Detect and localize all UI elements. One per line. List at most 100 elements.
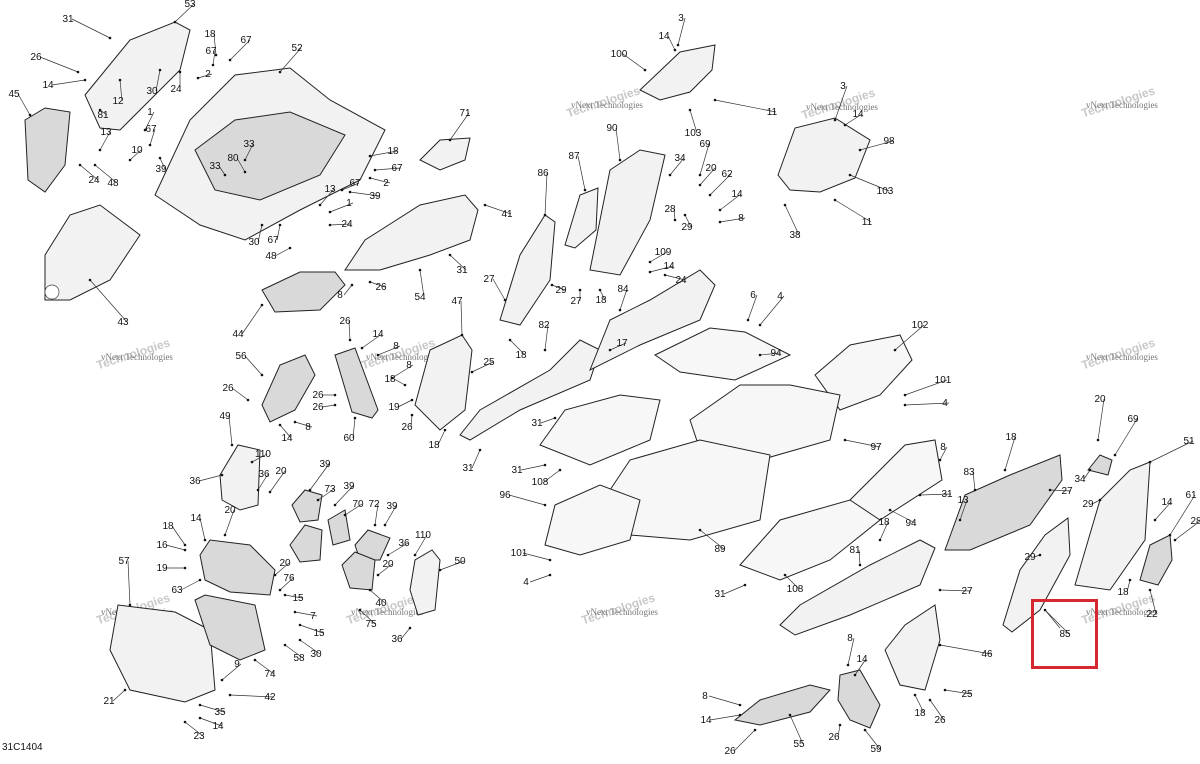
- callout-leader-line: [709, 714, 741, 721]
- part-panel-86: [499, 214, 556, 326]
- callout-leader-line: [939, 446, 948, 461]
- callout-number: 9: [234, 659, 240, 670]
- callout-number: 110: [415, 530, 431, 541]
- callout-18: 18: [1117, 578, 1132, 598]
- fastener-dot: [668, 173, 672, 177]
- part-panel-98: [777, 117, 871, 193]
- callout-number: 36: [189, 476, 201, 487]
- callout-number: 36: [391, 634, 403, 645]
- callout-leader-line: [789, 714, 804, 745]
- fastener-dot: [298, 638, 302, 642]
- callout-29: 29: [1082, 498, 1102, 510]
- fastener-dot: [698, 183, 702, 187]
- part-floor-108b: [739, 499, 881, 581]
- callout-number: 18: [162, 521, 174, 532]
- fastener-dot: [848, 173, 852, 177]
- callout-leader-line: [341, 182, 360, 191]
- callout-number: 94: [905, 518, 917, 529]
- callout-leader-line: [317, 488, 335, 501]
- callout-39: 39: [308, 459, 331, 492]
- callout-number: 21: [103, 696, 115, 707]
- callout-36: 36: [391, 626, 412, 645]
- callout-3: 3: [833, 81, 848, 122]
- callout-leader-line: [714, 99, 777, 113]
- callout-36: 36: [256, 469, 270, 492]
- part-panel-83: [944, 454, 1063, 551]
- callout-number: 26: [724, 746, 736, 757]
- callout-number: 94: [770, 348, 782, 359]
- callout-8: 8: [718, 213, 746, 224]
- fastener-dot: [220, 678, 224, 682]
- callout-number: 26: [222, 383, 234, 394]
- callout-number: 108: [532, 477, 549, 488]
- fastener-dot: [343, 513, 347, 517]
- callout-20: 20: [223, 505, 236, 537]
- fastener-dot: [648, 270, 652, 274]
- callout-31: 31: [531, 416, 557, 429]
- fastener-dot: [618, 158, 622, 162]
- callout-leader-line: [244, 143, 254, 161]
- fastener-dot: [438, 568, 442, 572]
- fastener-dot: [483, 203, 487, 207]
- part-floor-108: [539, 394, 661, 466]
- callout-leader-line: [904, 379, 948, 396]
- callout-leader-line: [939, 644, 992, 655]
- callout-52: 52: [278, 43, 303, 74]
- callout-number: 14: [190, 513, 202, 524]
- fastener-dot: [318, 203, 322, 207]
- callout-leader-line: [393, 378, 406, 386]
- fastener-dot: [211, 63, 215, 67]
- fastener-dot: [143, 128, 147, 132]
- fastener-dot: [548, 573, 552, 577]
- fastener-dot: [973, 488, 977, 492]
- callout-87: 87: [568, 151, 587, 192]
- callout-number: 20: [279, 558, 291, 569]
- callout-19: 19: [156, 563, 187, 574]
- fastener-dot: [250, 460, 254, 464]
- callout-number: 1: [147, 107, 153, 118]
- callout-leader-line: [229, 39, 251, 61]
- fastener-dot: [128, 603, 132, 607]
- part-front-bumper: [109, 604, 216, 703]
- callout-leader-line: [709, 173, 732, 196]
- fastener-dot: [308, 488, 312, 492]
- callout-18: 18: [508, 338, 527, 361]
- callout-leader-line: [279, 424, 292, 439]
- fastener-dot: [683, 213, 687, 217]
- callout-leader-line: [343, 284, 353, 296]
- callout-number: 29: [555, 285, 567, 296]
- fastener-dot: [508, 338, 512, 342]
- callout-26: 26: [368, 280, 387, 293]
- callout-leader-line: [759, 352, 781, 356]
- callout-leader-line: [299, 639, 321, 655]
- callout-leader-line: [759, 295, 785, 326]
- part-panel-56: [261, 354, 316, 423]
- fastener-dot: [158, 68, 162, 72]
- part-panel-60: [334, 347, 379, 419]
- callout-14: 14: [843, 109, 864, 127]
- callout-number: 74: [264, 669, 276, 680]
- callout-number: 31: [531, 418, 543, 429]
- callout-number: 31: [62, 14, 74, 25]
- callout-39: 39: [348, 190, 381, 202]
- fastener-dot: [333, 503, 337, 507]
- callout-67: 67: [205, 46, 217, 67]
- part-floor-89: [599, 439, 771, 541]
- callout-leader-line: [414, 534, 428, 556]
- callout-98: 98: [858, 136, 895, 152]
- callout-leader-line: [837, 724, 841, 738]
- callout-18: 18: [595, 288, 607, 306]
- callout-leader-line: [1049, 489, 1072, 492]
- callout-leader-line: [334, 485, 354, 506]
- fastener-dot: [863, 728, 867, 732]
- callout-leader-line: [244, 355, 263, 376]
- callout-leader-line: [529, 574, 551, 583]
- callout-number: 18: [515, 350, 527, 361]
- fastener-dot: [958, 518, 962, 522]
- callout-leader-line: [622, 53, 646, 71]
- callout-number: 4: [523, 577, 529, 588]
- callout-80: 80: [227, 153, 247, 174]
- callout-leader-line: [369, 589, 386, 604]
